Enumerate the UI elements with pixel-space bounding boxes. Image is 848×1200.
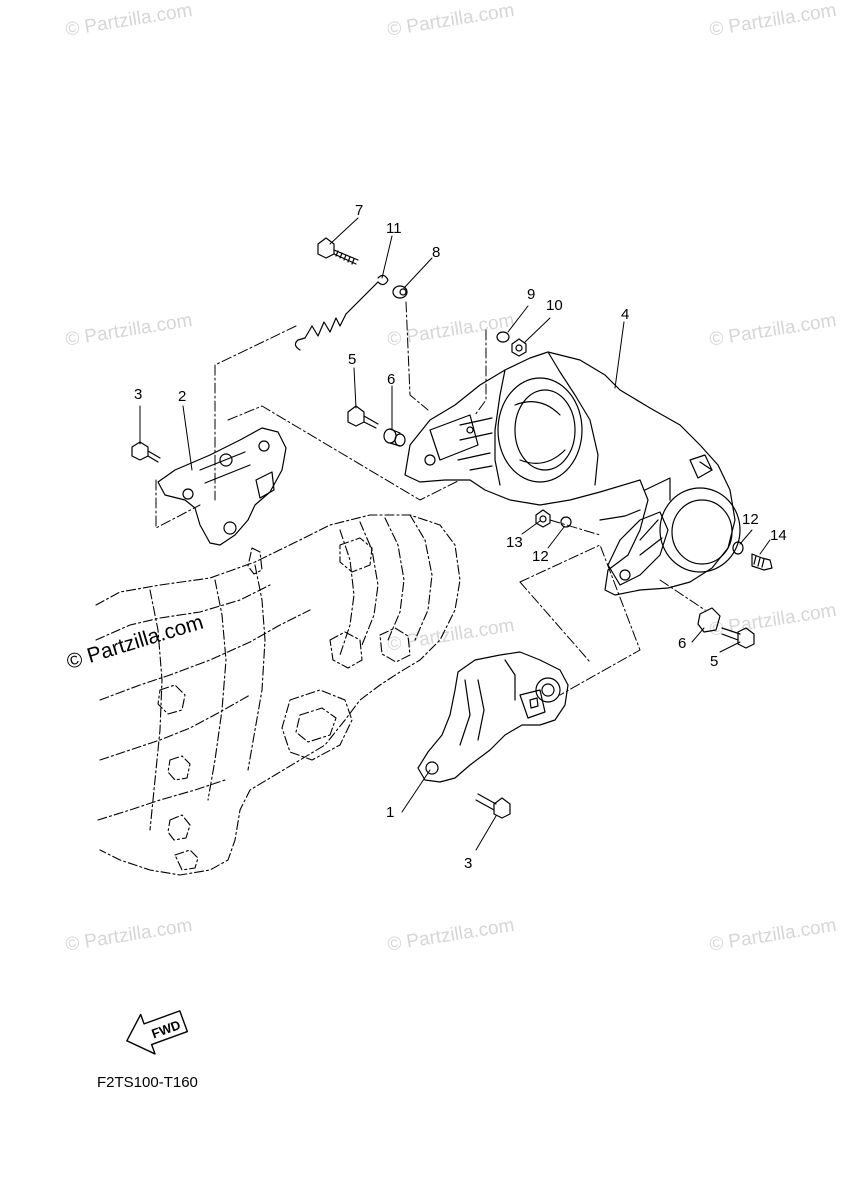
diagram-code: F2TS100-T160 bbox=[97, 1074, 198, 1091]
part-6-collar bbox=[383, 428, 406, 447]
fwd-arrow[interactable]: FWD bbox=[120, 1001, 191, 1061]
part-6-collar-b bbox=[697, 607, 721, 633]
part-5-bolt bbox=[347, 405, 379, 429]
callout-13[interactable]: 13 bbox=[506, 534, 523, 551]
part-2-bracket bbox=[157, 427, 287, 546]
callout-8[interactable]: 8 bbox=[432, 244, 441, 261]
part-11-clip bbox=[377, 274, 389, 286]
part-3-bolt bbox=[131, 441, 161, 463]
spring bbox=[294, 281, 379, 351]
assembly-lines bbox=[155, 301, 706, 696]
leader-lines bbox=[139, 217, 771, 851]
callout-3[interactable]: 3 bbox=[464, 855, 473, 872]
part-5-bolt-b bbox=[721, 627, 755, 649]
callout-14[interactable]: 14 bbox=[770, 527, 787, 544]
callout-7[interactable]: 7 bbox=[355, 202, 364, 219]
callout-1[interactable]: 1 bbox=[386, 804, 395, 821]
callout-5[interactable]: 5 bbox=[710, 653, 719, 670]
jet-pump-housing-reference bbox=[95, 514, 461, 876]
callout-5[interactable]: 5 bbox=[348, 351, 357, 368]
part-7-bolt bbox=[317, 237, 359, 265]
part-10-nut bbox=[511, 338, 527, 357]
part-12-washer bbox=[560, 516, 572, 528]
part-4-nozzle-housing bbox=[404, 351, 741, 596]
part-12-washer-b bbox=[732, 541, 744, 555]
callout-11[interactable]: 11 bbox=[386, 220, 402, 237]
callout-9[interactable]: 9 bbox=[527, 286, 536, 303]
callout-10[interactable]: 10 bbox=[546, 297, 563, 314]
part-14-fitting bbox=[751, 553, 773, 571]
part-8-collar bbox=[392, 285, 408, 299]
callout-3[interactable]: 3 bbox=[134, 386, 143, 403]
callout-6[interactable]: 6 bbox=[387, 371, 396, 388]
callout-12[interactable]: 12 bbox=[532, 548, 549, 565]
part-13-nut bbox=[535, 509, 551, 528]
callout-2[interactable]: 2 bbox=[178, 388, 187, 405]
part-1-bracket bbox=[417, 651, 569, 783]
part-3-bolt-b bbox=[475, 793, 511, 819]
callout-4[interactable]: 4 bbox=[621, 306, 630, 323]
callout-6[interactable]: 6 bbox=[678, 635, 687, 652]
part-9-washer bbox=[496, 331, 510, 343]
callout-12[interactable]: 12 bbox=[742, 511, 759, 528]
